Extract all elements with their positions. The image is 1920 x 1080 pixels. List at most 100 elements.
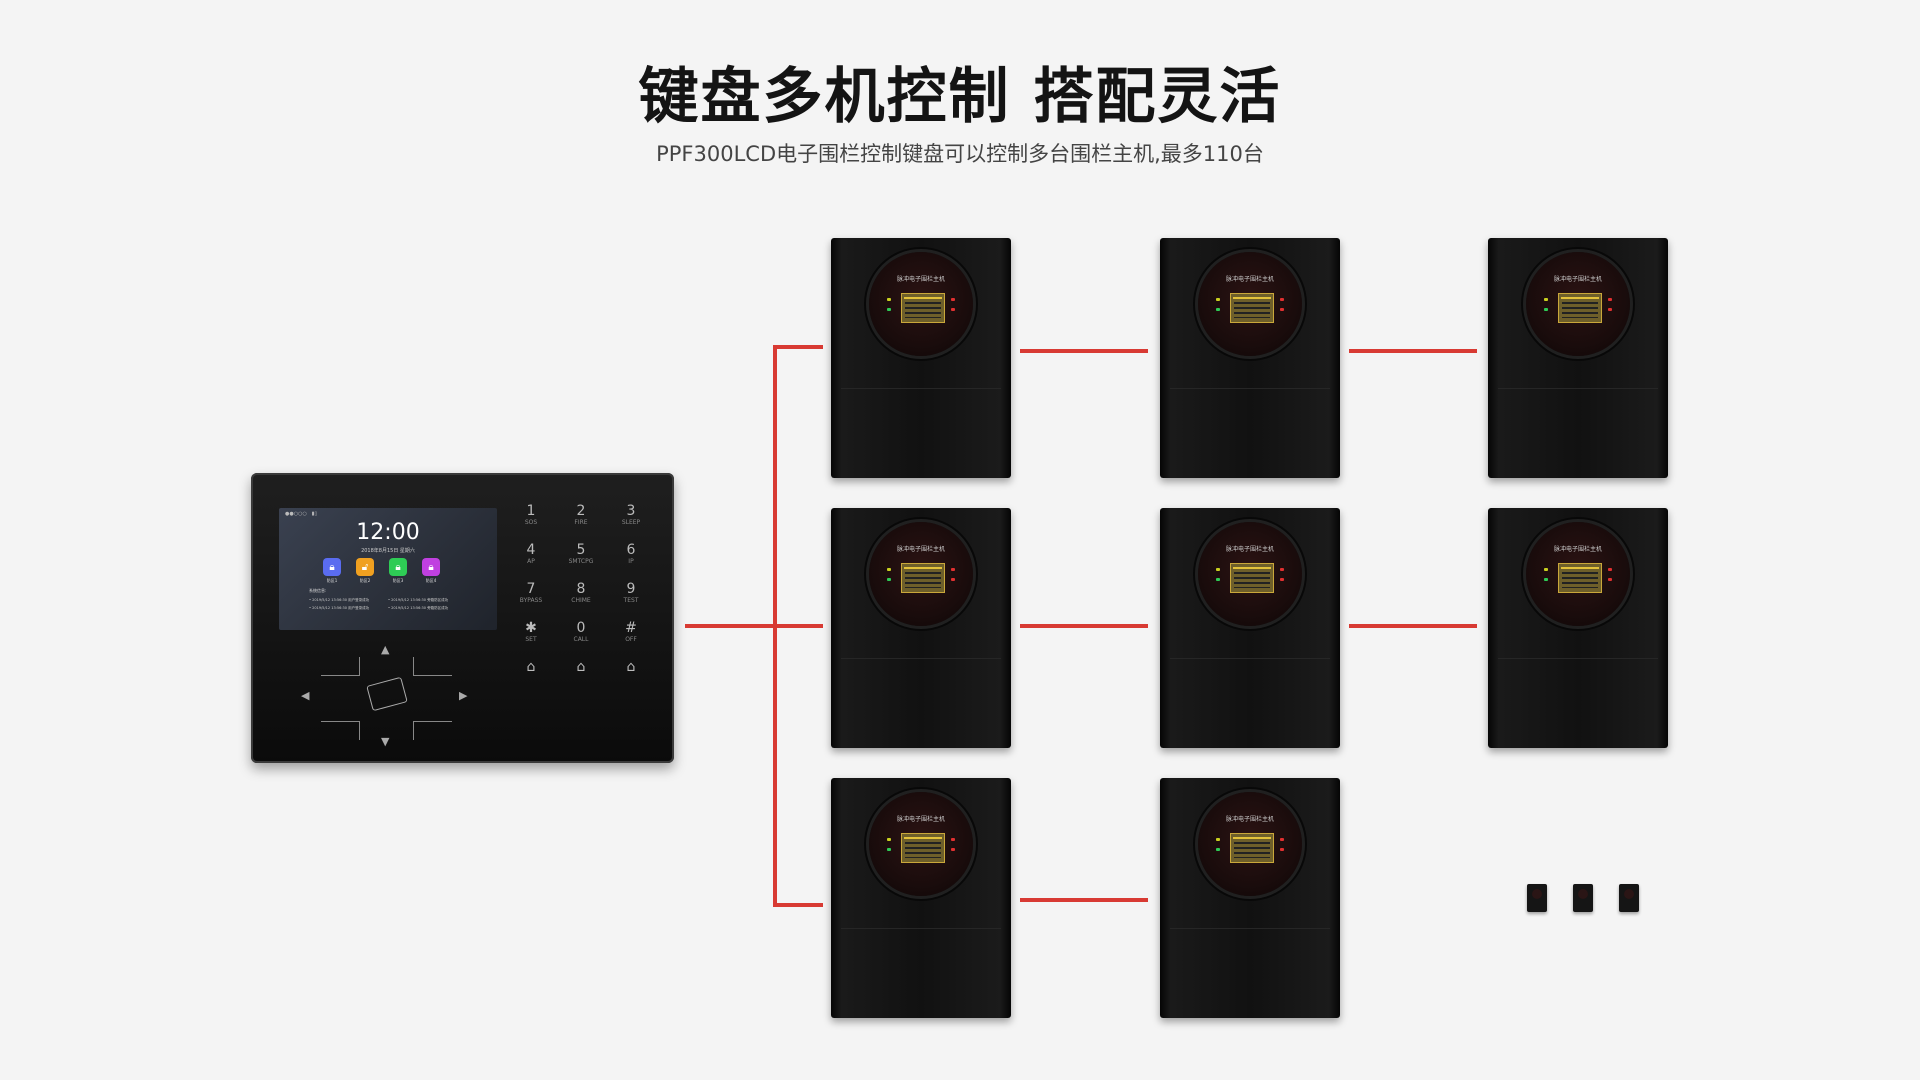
fence-host-unit: 脉冲电子围栏主机 bbox=[1160, 778, 1340, 1018]
status-led bbox=[1544, 578, 1548, 581]
host-panel-title: 脉冲电子围栏主机 bbox=[1225, 816, 1274, 823]
status-led bbox=[951, 848, 955, 851]
connector-line bbox=[1349, 349, 1477, 353]
housing-seam bbox=[841, 658, 1001, 659]
status-led bbox=[1216, 578, 1220, 581]
status-led bbox=[1280, 298, 1284, 301]
arrow-down-icon[interactable]: ▼ bbox=[381, 735, 390, 748]
page-subtitle: PPF300LCD电子围栏控制键盘可以控制多台围栏主机,最多110台 bbox=[656, 142, 1264, 166]
status-led bbox=[1216, 568, 1220, 571]
connector-line bbox=[773, 345, 823, 349]
home-icon: ⌂ bbox=[526, 659, 536, 675]
nav-corner bbox=[413, 657, 452, 676]
fence-host-unit: 脉冲电子围栏主机 bbox=[1160, 238, 1340, 478]
key-star[interactable]: ✱SET bbox=[525, 620, 537, 643]
housing-seam bbox=[1170, 928, 1330, 929]
connector-line bbox=[1020, 624, 1148, 628]
status-led bbox=[951, 308, 955, 311]
connector-line bbox=[773, 903, 823, 907]
arm-stay-button[interactable]: ⌂ bbox=[556, 659, 606, 675]
fence-host-unit: 脉冲电子围栏主机 bbox=[1488, 508, 1668, 748]
nav-corner bbox=[321, 657, 360, 676]
status-led bbox=[887, 568, 891, 571]
status-led bbox=[951, 568, 955, 571]
log-entry: • 2019/5/12 13:56:30 旁路防区成功 bbox=[388, 606, 449, 610]
status-led bbox=[887, 578, 891, 581]
system-info-title: 系统信息: bbox=[309, 588, 327, 593]
status-led bbox=[1216, 308, 1220, 311]
connector-line bbox=[1020, 349, 1148, 353]
host-control-panel: 脉冲电子围栏主机 bbox=[869, 522, 973, 626]
host-control-panel: 脉冲电子围栏主机 bbox=[1198, 252, 1302, 356]
status-led bbox=[1544, 298, 1548, 301]
system-log: • 2019/5/12 13:56:30 用户登录成功 • 2019/5/12 … bbox=[309, 598, 467, 611]
housing-seam bbox=[841, 928, 1001, 929]
zone-app[interactable]: 🔒︎防区3 bbox=[389, 558, 407, 584]
key-hash[interactable]: #OFF bbox=[625, 620, 637, 643]
host-panel-title: 脉冲电子围栏主机 bbox=[896, 276, 945, 283]
housing-seam bbox=[1498, 658, 1658, 659]
arrow-left-icon[interactable]: ◀ bbox=[301, 689, 310, 702]
log-entry: • 2019/5/12 13:56:30 旁路防区成功 bbox=[388, 598, 449, 602]
connector-line bbox=[1349, 624, 1477, 628]
keypad-date: 2018年8月15日 星期六 bbox=[361, 548, 415, 554]
status-led bbox=[1280, 578, 1284, 581]
host-panel-title: 脉冲电子围栏主机 bbox=[896, 546, 945, 553]
fence-host-unit: 脉冲电子围栏主机 bbox=[831, 778, 1011, 1018]
host-control-panel: 脉冲电子围栏主机 bbox=[869, 792, 973, 896]
status-led bbox=[951, 298, 955, 301]
host-lcd bbox=[1230, 293, 1274, 323]
keypad-screen: ●●○○○ ▮▯ 12:00 2018年8月15日 星期六 🔒︎防区1 🔓︎防区… bbox=[279, 508, 497, 630]
more-hosts-indicator bbox=[1527, 884, 1547, 912]
status-led bbox=[1216, 298, 1220, 301]
status-led bbox=[1608, 568, 1612, 571]
status-led bbox=[1280, 838, 1284, 841]
rfid-card-icon bbox=[366, 676, 408, 712]
connector-line bbox=[1020, 898, 1148, 902]
status-led bbox=[887, 848, 891, 851]
status-led bbox=[1280, 308, 1284, 311]
keypad-nav-pad: ▲ ▼ ◀ ▶ bbox=[301, 643, 471, 753]
zone-app[interactable]: 🔒︎防区1 bbox=[323, 558, 341, 584]
keypad-clock: 12:00 bbox=[356, 520, 420, 545]
host-lcd bbox=[1230, 833, 1274, 863]
status-led bbox=[951, 578, 955, 581]
log-entry: • 2019/5/12 13:56:30 用户登录成功 bbox=[309, 606, 370, 610]
status-led bbox=[1544, 568, 1548, 571]
status-led bbox=[887, 298, 891, 301]
host-lcd bbox=[901, 563, 945, 593]
arm-away-button[interactable]: ⌂ bbox=[506, 659, 556, 675]
host-control-panel: 脉冲电子围栏主机 bbox=[1526, 252, 1630, 356]
home-icon: ⌂ bbox=[626, 659, 636, 675]
status-led bbox=[1608, 308, 1612, 311]
fence-host-unit: 脉冲电子围栏主机 bbox=[1160, 508, 1340, 748]
arrow-up-icon[interactable]: ▲ bbox=[381, 643, 390, 656]
lock-icon: 🔒︎ bbox=[323, 558, 341, 576]
housing-seam bbox=[1170, 658, 1330, 659]
fence-host-unit: 脉冲电子围栏主机 bbox=[1488, 238, 1668, 478]
log-entry: • 2019/5/12 13:56:30 用户登录成功 bbox=[309, 598, 370, 602]
fence-host-unit: 脉冲电子围栏主机 bbox=[831, 238, 1011, 478]
host-lcd bbox=[1558, 563, 1602, 593]
disarm-button[interactable]: ⌂ bbox=[606, 659, 656, 675]
status-led bbox=[887, 838, 891, 841]
more-hosts-indicator bbox=[1619, 884, 1639, 912]
fence-host-unit: 脉冲电子围栏主机 bbox=[831, 508, 1011, 748]
arrow-right-icon[interactable]: ▶ bbox=[459, 689, 468, 702]
zone-app[interactable]: 🔓︎防区2 bbox=[356, 558, 374, 584]
status-led bbox=[1216, 848, 1220, 851]
lcd-control-keypad: ●●○○○ ▮▯ 12:00 2018年8月15日 星期六 🔒︎防区1 🔓︎防区… bbox=[251, 473, 674, 763]
connector-line bbox=[685, 624, 775, 628]
home-icon: ⌂ bbox=[576, 659, 586, 675]
zone-app[interactable]: 🔒︎防区4 bbox=[422, 558, 440, 584]
